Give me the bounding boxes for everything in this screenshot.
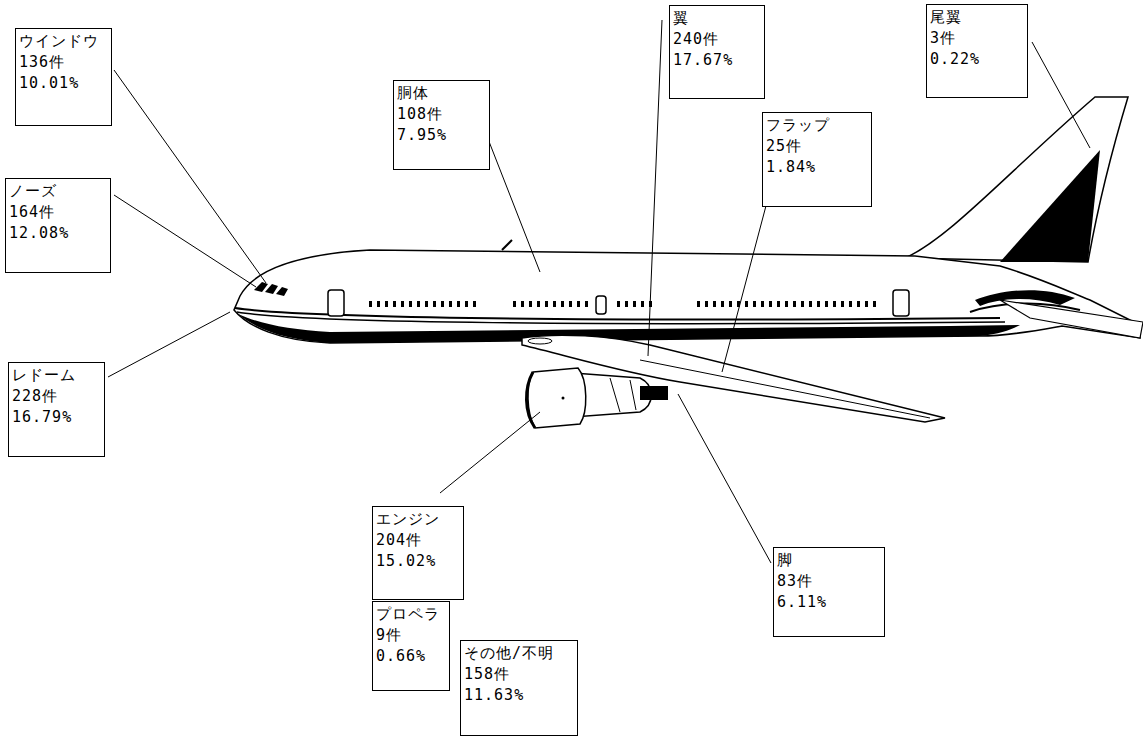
percent-value: 15.02% bbox=[376, 551, 459, 572]
count-value: 164件 bbox=[9, 202, 106, 223]
part-name: 胴体 bbox=[397, 83, 485, 104]
callout-box: エンジン204件15.02% bbox=[372, 506, 464, 600]
part-name: フラップ bbox=[766, 115, 867, 136]
count-value: 25件 bbox=[766, 136, 867, 157]
callout-box: 胴体108件7.95% bbox=[393, 80, 490, 170]
part-name: プロペラ bbox=[376, 604, 445, 625]
callout-box: 尾翼3件0.22% bbox=[926, 4, 1028, 98]
part-name: ノーズ bbox=[9, 181, 106, 202]
count-value: 158件 bbox=[464, 664, 573, 685]
percent-value: 17.67% bbox=[673, 50, 760, 71]
part-name: エンジン bbox=[376, 509, 459, 530]
count-value: 240件 bbox=[673, 29, 760, 50]
count-value: 228件 bbox=[12, 386, 100, 407]
percent-value: 11.63% bbox=[464, 685, 573, 706]
part-name: 脚 bbox=[777, 550, 880, 571]
callout-box: フラップ25件1.84% bbox=[762, 112, 872, 207]
count-value: 83件 bbox=[777, 571, 880, 592]
percent-value: 16.79% bbox=[12, 407, 100, 428]
percent-value: 0.22% bbox=[930, 49, 1023, 70]
count-value: 9件 bbox=[376, 625, 445, 646]
percent-value: 7.95% bbox=[397, 125, 485, 146]
part-name: ウインドウ bbox=[19, 31, 107, 52]
callout-box: 翼240件17.67% bbox=[669, 5, 765, 99]
percent-value: 0.66% bbox=[376, 646, 445, 667]
percent-value: 1.84% bbox=[766, 157, 867, 178]
part-name: 尾翼 bbox=[930, 7, 1023, 28]
percent-value: 6.11% bbox=[777, 592, 880, 613]
callout-box: ウインドウ136件10.01% bbox=[15, 28, 112, 126]
callout-box: レドーム228件16.79% bbox=[8, 362, 105, 457]
count-value: 3件 bbox=[930, 28, 1023, 49]
callout-box: 脚83件6.11% bbox=[773, 547, 885, 637]
part-name: レドーム bbox=[12, 365, 100, 386]
callout-box: その他/不明158件11.63% bbox=[460, 640, 578, 736]
part-name: 翼 bbox=[673, 8, 760, 29]
percent-value: 10.01% bbox=[19, 73, 107, 94]
count-value: 136件 bbox=[19, 52, 107, 73]
callout-box: プロペラ9件0.66% bbox=[372, 601, 450, 691]
leader-lines bbox=[108, 20, 1090, 563]
callout-box: ノーズ164件12.08% bbox=[5, 178, 111, 273]
percent-value: 12.08% bbox=[9, 223, 106, 244]
count-value: 204件 bbox=[376, 530, 459, 551]
count-value: 108件 bbox=[397, 104, 485, 125]
part-name: その他/不明 bbox=[464, 643, 573, 664]
